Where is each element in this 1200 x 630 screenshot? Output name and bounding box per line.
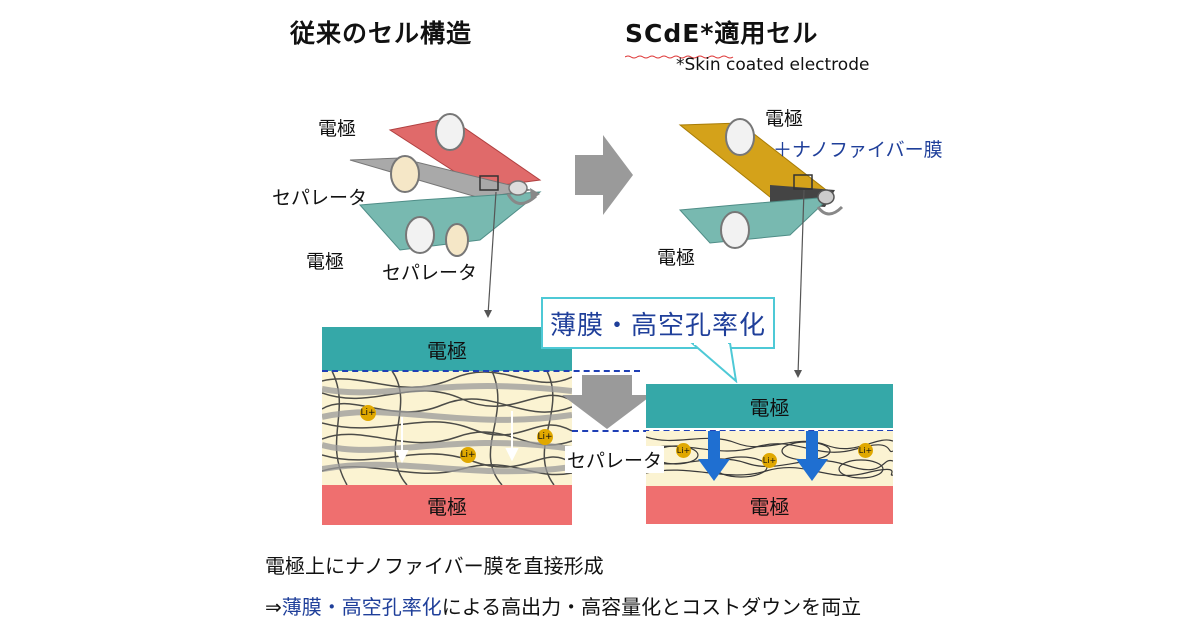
left-cross-electrode-top: 電極 [322, 327, 572, 371]
thickness-guide-top [322, 370, 640, 372]
right-roll-illustration [678, 118, 844, 249]
left-label-electrode-top: 電極 [318, 118, 357, 140]
right-teal-roll-end [720, 211, 750, 249]
separator-label: セパレータ [565, 446, 665, 473]
ion-icon: Li+ [460, 447, 476, 463]
callout-tail [690, 343, 738, 383]
ion-icon: Li+ [858, 443, 873, 458]
callout-thin-high-porosity: 薄膜・高空孔率化 [541, 297, 775, 349]
right-winding-arrow [816, 205, 844, 216]
thickness-guide-mid [572, 430, 700, 432]
left-label-electrode-bottom: 電極 [306, 251, 345, 273]
right-teal-electrode-sheet [678, 196, 832, 244]
left-second-separator-roll-end [445, 223, 469, 257]
left-gray-roll-end [390, 155, 420, 193]
right-title: SCdE*適用セル [625, 19, 819, 48]
summary-line-2: ⇒薄膜・高空孔率化による高出力・高容量化とコストダウンを両立 [265, 591, 861, 620]
summary-arrow: ⇒ [265, 595, 282, 619]
spell-underline [624, 44, 737, 59]
transition-arrow-icon [575, 135, 633, 215]
left-roll-illustration [349, 113, 542, 257]
right-cross-separator: Li+ Li+ Li+ [646, 431, 893, 486]
thinning-arrow-icon [562, 375, 652, 429]
footnote: *Skin coated electrode [676, 55, 870, 75]
right-wound-core [817, 189, 835, 205]
left-red-electrode-sheet [388, 117, 542, 189]
right-gold-roll-end [725, 118, 755, 156]
left-title: 従来のセル構造 [290, 19, 473, 48]
summary-line-1: 電極上にナノファイバー膜を直接形成 [265, 554, 604, 578]
right-cross-electrode-bottom: 電極 [646, 486, 893, 524]
summary-rest: による高出力・高容量化とコストダウンを両立 [441, 595, 862, 619]
ion-icon: Li+ [676, 443, 691, 458]
right-cross-electrode-top: 電極 [646, 384, 893, 428]
blue-down-arrows [698, 431, 828, 481]
right-zoom-box [793, 174, 813, 190]
left-fiber-mesh [322, 371, 572, 485]
ion-icon: Li+ [360, 405, 376, 421]
summary-highlight: 薄膜・高空孔率化 [281, 595, 442, 619]
right-label-electrode: 電極 [765, 108, 804, 130]
ion-icon: Li+ [762, 453, 777, 468]
left-zoom-box [479, 175, 499, 191]
left-teal-roll-end [405, 216, 435, 254]
left-cross-electrode-bottom: 電極 [322, 485, 572, 525]
left-wound-core [508, 180, 528, 196]
left-cross-separator: Li+ Li+ Li+ [322, 371, 572, 485]
left-label-separator-1: セパレータ [272, 187, 368, 209]
right-label-electrode-bottom: 電極 [657, 247, 696, 269]
ion-icon: Li+ [537, 429, 553, 445]
left-red-roll-end [435, 113, 465, 151]
left-winding-arrowhead [530, 188, 540, 200]
left-label-separator-2: セパレータ [382, 262, 478, 284]
right-label-nanofiber: ＋ナノファイバー膜 [773, 139, 943, 161]
